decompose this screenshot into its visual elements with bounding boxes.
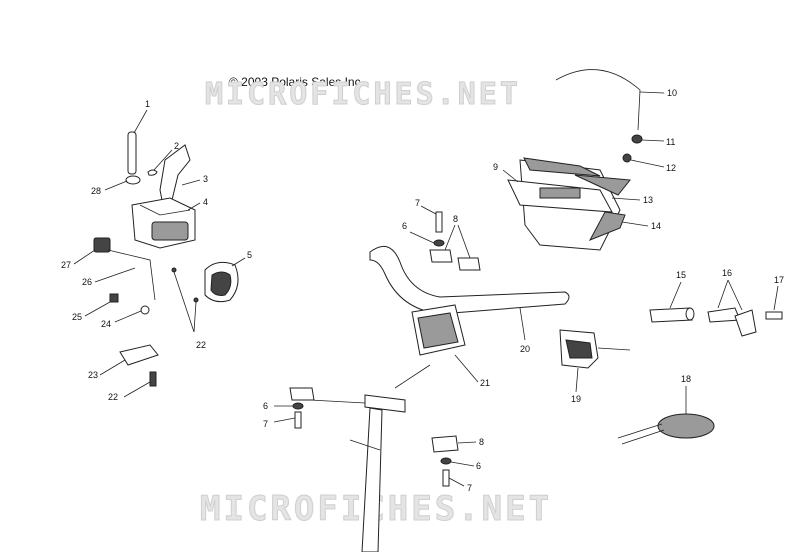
part-10-cable <box>555 69 641 131</box>
callout-7-left: 7 <box>263 419 268 429</box>
throttle-control-assembly <box>73 109 246 398</box>
callout-22-lower: 22 <box>108 392 118 402</box>
callout-28: 28 <box>91 186 101 196</box>
callout-7-right: 7 <box>467 483 472 493</box>
watermark-top: MICROFICHES.NET <box>205 77 521 112</box>
callout-6-upper: 6 <box>402 221 407 231</box>
callout-18: 18 <box>681 374 691 384</box>
part-8-clamp-lower-right <box>431 435 459 453</box>
callout-7-upper: 7 <box>415 198 420 208</box>
callout-15: 15 <box>676 270 686 280</box>
part-16-grip-end-a <box>707 307 741 323</box>
part-28-washer <box>125 175 141 185</box>
part-7-bolt-lower-left <box>294 411 302 429</box>
callout-6-right: 6 <box>476 461 481 471</box>
callout-17: 17 <box>774 275 784 285</box>
callout-27: 27 <box>61 260 71 270</box>
right-grip-group <box>649 279 783 337</box>
callout-12: 12 <box>666 163 676 173</box>
callout-24: 24 <box>101 319 111 329</box>
part-6-washer-lower-left <box>292 402 304 410</box>
part-7-bolt-upper <box>435 211 443 233</box>
part-23-cover <box>119 344 159 366</box>
part-12-nut <box>622 153 632 163</box>
callout-1: 1 <box>145 99 150 109</box>
part-21-pad <box>394 304 479 389</box>
part-18-heater-element <box>617 386 715 445</box>
callout-2: 2 <box>174 141 179 151</box>
part-15-grip <box>649 307 693 323</box>
callout-8-upper: 8 <box>453 214 458 224</box>
part-6-washer-upper <box>433 239 445 247</box>
callout-6-left: 6 <box>263 401 268 411</box>
lower-clamp-left <box>273 387 315 429</box>
callout-16: 16 <box>722 268 732 278</box>
part-7-bolt-lower-right <box>442 469 450 487</box>
part-8-clamp-upper-b <box>457 257 481 271</box>
callout-10: 10 <box>667 88 677 98</box>
part-2-clip <box>147 169 158 176</box>
part-13-decal <box>574 174 631 196</box>
part-8-clamp-lower-left <box>289 387 315 401</box>
handlebar <box>369 245 570 341</box>
part-3-lever <box>159 144 191 206</box>
part-24-ring <box>140 305 150 315</box>
callout-23: 23 <box>88 370 98 380</box>
part-8-clamp-upper-a <box>429 249 453 263</box>
callout-22-upper: 22 <box>196 340 206 350</box>
callout-9: 9 <box>493 162 498 172</box>
lower-clamp-right <box>431 435 477 487</box>
part-20-handlebar <box>369 245 570 315</box>
callout-3: 3 <box>203 174 208 184</box>
copyright-notice: © 2003 Polaris Sales Inc. <box>229 75 364 89</box>
part-16-grip-end-b <box>734 309 757 337</box>
part-19-switch-assembly <box>559 329 631 393</box>
callout-5: 5 <box>247 250 252 260</box>
part-17-bolt <box>765 311 783 320</box>
part-6-washer-lower-right <box>440 457 452 465</box>
callout-19: 19 <box>571 394 581 404</box>
callout-14: 14 <box>651 221 661 231</box>
part-11-ferrule <box>631 134 643 144</box>
callout-20: 20 <box>520 344 530 354</box>
part-25-connector <box>109 293 119 303</box>
callout-8-right: 8 <box>479 437 484 447</box>
callout-4: 4 <box>203 197 208 207</box>
callout-26: 26 <box>82 277 92 287</box>
callout-21: 21 <box>480 378 490 388</box>
pad-cover-assembly <box>502 157 649 251</box>
part-14-decal <box>588 211 626 241</box>
cable-assembly <box>555 69 665 168</box>
upper-clamp-group <box>409 205 481 271</box>
steering-post <box>309 394 406 552</box>
part-27-switch <box>93 237 111 253</box>
callout-25: 25 <box>72 312 82 322</box>
callout-13: 13 <box>643 195 653 205</box>
part-1-pin <box>127 131 137 175</box>
callout-11: 11 <box>666 137 675 147</box>
callout-labels: 1 2 3 4 5 28 27 26 25 24 22 23 22 7 6 8 … <box>61 88 784 493</box>
